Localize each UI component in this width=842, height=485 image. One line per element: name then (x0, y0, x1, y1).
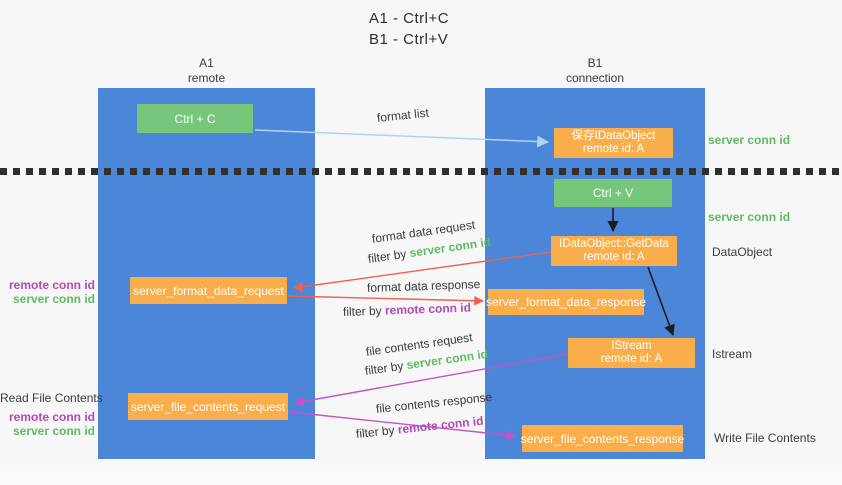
server-format-data-request-label: server_format_data_request (133, 283, 284, 298)
server-file-contents-request-node: server_file_contents_request (128, 393, 288, 420)
server-file-contents-request-label: server_file_contents_request (130, 399, 286, 414)
ctrl-v-node: Ctrl + V (554, 179, 672, 207)
lane-a1-subtitle: remote (187, 71, 226, 85)
read-file-contents-note: Read File Contents (0, 391, 103, 405)
server-format-data-request-node: server_format_data_request (130, 277, 287, 304)
lane-header-a1: A1 remote (98, 56, 315, 86)
remote-conn-id-note-1: remote conn id (8, 278, 95, 292)
left-conn-id-group-2: remote conn id server conn id (0, 410, 95, 438)
server-conn-id-mid-note: server conn id (708, 210, 791, 224)
server-conn-id-note-2: server conn id (12, 424, 95, 438)
format-data-response-label: format data response (366, 277, 481, 295)
ctrl-c-node: Ctrl + C (137, 104, 253, 133)
title-line-1: A1 - Ctrl+C (369, 10, 450, 27)
filter-prefix: filter by (355, 422, 399, 441)
istream-line2: remote id: A (600, 353, 663, 365)
filter-prefix: filter by (364, 358, 408, 378)
file-contents-response-label: file contents response (375, 389, 493, 416)
getdata-line2: remote id: A (583, 251, 645, 263)
server-conn-id-top-note: server conn id (708, 133, 791, 147)
lane-b1-title: B1 (587, 56, 603, 70)
filter-by-remote-conn-id-label-2: filter by remote conn id (355, 414, 484, 441)
filter-by-remote-conn-id-label-1: filter by remote conn id (343, 301, 471, 319)
istream-node: IStream remote id: A (568, 338, 695, 368)
lane-b1-subtitle: connection (565, 71, 625, 85)
getdata-line1: IDataObject::GetData (559, 237, 669, 250)
filter-prefix: filter by (367, 246, 411, 266)
dataobject-note: DataObject (712, 245, 773, 259)
copy-paste-divider (0, 168, 842, 175)
server-format-data-response-node: server_format_data_response (485, 289, 647, 315)
save-dataobject-line1: 保存IDataObject (571, 129, 656, 142)
istream-note: Istream (712, 347, 753, 361)
ctrl-c-label: Ctrl + C (174, 111, 216, 126)
save-dataobject-node: 保存IDataObject remote id: A (554, 128, 673, 158)
lane-header-b1: B1 connection (485, 56, 705, 86)
istream-line1: IStream (611, 339, 652, 352)
getdata-node: IDataObject::GetData remote id: A (551, 236, 677, 266)
remote-conn-id-key: remote conn id (397, 413, 485, 437)
lane-a1-title: A1 (199, 56, 214, 70)
remote-conn-id-note-2: remote conn id (8, 410, 95, 424)
server-format-data-response-label: server_format_data_response (485, 295, 647, 309)
title-line-2: B1 - Ctrl+V (369, 31, 449, 48)
filter-prefix: filter by (342, 303, 386, 319)
ctrl-v-label: Ctrl + V (592, 186, 634, 200)
format-list-label: format list (376, 105, 430, 125)
server-file-contents-response-label: server_file_contents_response (520, 431, 685, 446)
server-file-contents-response-node: server_file_contents_response (520, 425, 685, 452)
server-conn-id-note-1: server conn id (12, 292, 95, 306)
diagram-title: A1 - Ctrl+C B1 - Ctrl+V (369, 8, 449, 50)
save-dataobject-line2: remote id: A (582, 143, 645, 155)
remote-conn-id-key: remote conn id (384, 300, 472, 318)
left-conn-id-group-1: remote conn id server conn id (0, 278, 95, 306)
write-file-contents-note: Write File Contents (714, 431, 816, 445)
